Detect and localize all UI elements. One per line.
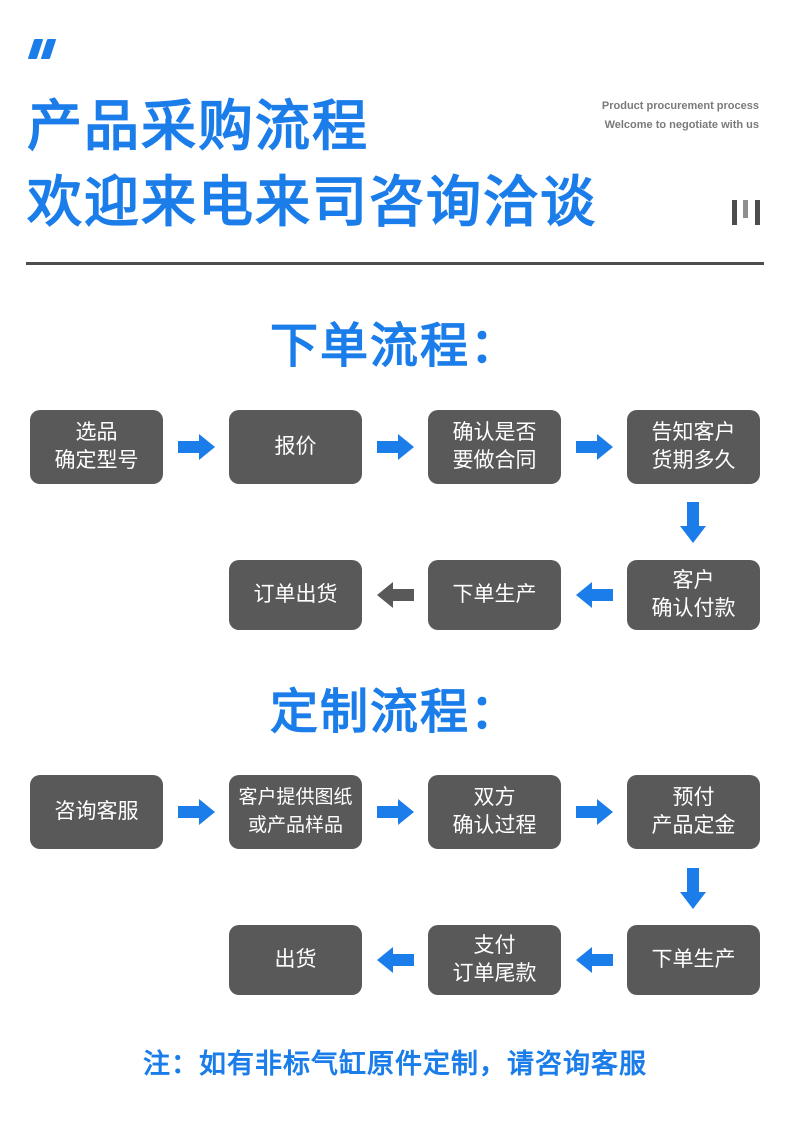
arrow-down-icon xyxy=(680,868,706,909)
flow-step-pay-balance: 支付 订单尾款 xyxy=(428,925,561,995)
flow-step-shipment: 出货 xyxy=(229,925,362,995)
order-flow-heading: 下单流程： xyxy=(269,320,520,373)
arrow-left-icon xyxy=(576,947,613,973)
flow-step-mutual-confirm: 双方 确认过程 xyxy=(428,775,561,849)
flow-step-order-production: 下单生产 xyxy=(428,560,561,630)
flow-step-contact-service: 咨询客服 xyxy=(30,775,163,849)
flow-step-order-shipment: 订单出货 xyxy=(229,560,362,630)
arrow-right-icon xyxy=(576,799,613,825)
flow-step-customer-payment: 客户 确认付款 xyxy=(627,560,760,630)
footer-note: 注：如有非标气缸原件定制，请咨询客服 xyxy=(143,1049,647,1079)
arrow-right-icon xyxy=(576,434,613,460)
three-bars-icon xyxy=(732,200,760,226)
flow-step-confirm-contract: 确认是否 要做合同 xyxy=(428,410,561,484)
flow-step-prepay-deposit: 预付 产品定金 xyxy=(627,775,760,849)
header-divider xyxy=(26,262,764,265)
bar-middle xyxy=(743,200,748,218)
page-title: 产品采购流程 欢迎来电来司咨询洽谈 xyxy=(27,95,598,233)
arrow-left-icon xyxy=(377,947,414,973)
arrow-left-icon xyxy=(377,582,414,608)
custom-flow-heading: 定制流程： xyxy=(269,686,520,739)
flow-step-provide-drawings: 客户提供图纸 或产品样品 xyxy=(229,775,362,849)
quote-mark-icon xyxy=(27,39,57,64)
quote-bar xyxy=(40,39,57,59)
subtitle-english: Product procurement process Welcome to n… xyxy=(499,97,759,135)
bar-left xyxy=(732,200,737,225)
arrow-right-icon xyxy=(178,799,215,825)
flow-step-custom-production: 下单生产 xyxy=(627,925,760,995)
subtitle-line-2: Welcome to negotiate with us xyxy=(604,119,759,131)
flow-step-select-product: 选品 确定型号 xyxy=(30,410,163,484)
bar-right xyxy=(755,200,760,225)
subtitle-line-1: Product procurement process xyxy=(601,100,759,112)
arrow-down-icon xyxy=(680,502,706,543)
arrow-right-icon xyxy=(377,799,414,825)
arrow-right-icon xyxy=(178,434,215,460)
arrow-right-icon xyxy=(377,434,414,460)
arrow-left-icon xyxy=(576,582,613,608)
flow-step-quotation: 报价 xyxy=(229,410,362,484)
flow-step-inform-leadtime: 告知客户 货期多久 xyxy=(627,410,760,484)
